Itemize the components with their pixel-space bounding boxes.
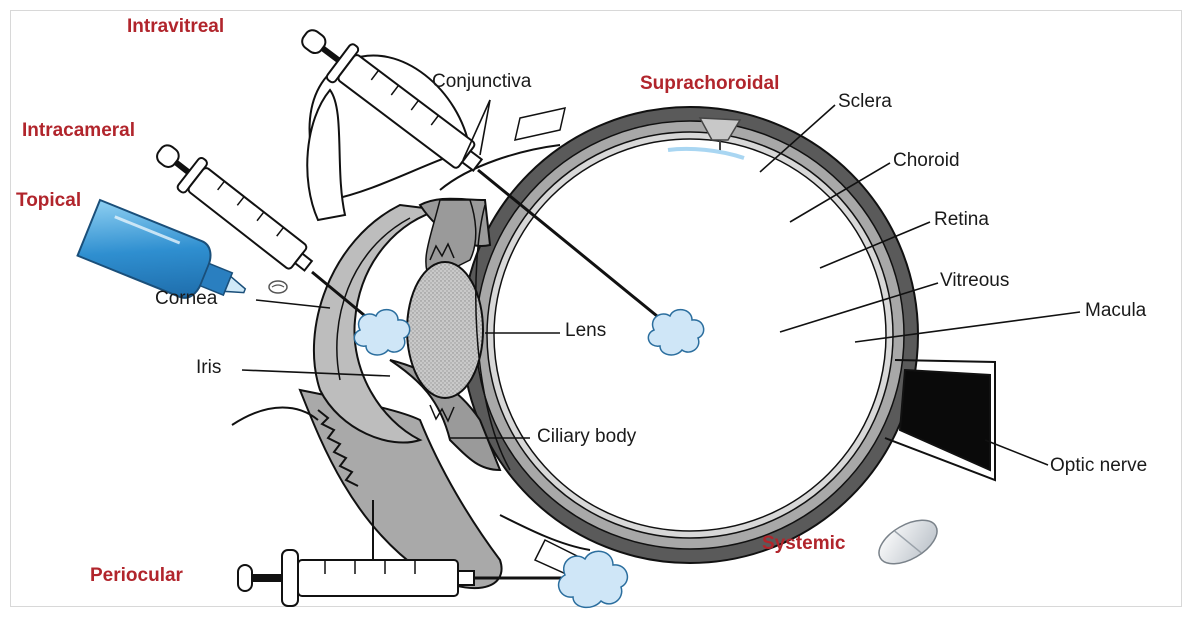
leader-conjunctiva-2 (480, 100, 490, 155)
label-choroid: Choroid (893, 150, 960, 172)
leader-conjunctiva-1 (463, 100, 490, 160)
periocular-drug-depot (559, 551, 628, 607)
label-intravitreal: Intravitreal (127, 16, 224, 38)
intracameral-drug-depot (354, 310, 409, 355)
label-iris: Iris (196, 357, 221, 379)
label-ciliary-body: Ciliary body (537, 426, 636, 448)
label-conjunctiva: Conjunctiva (432, 71, 531, 93)
label-sclera: Sclera (838, 91, 892, 113)
periocular-syringe (238, 550, 565, 606)
lower-eyelid-skin-line (232, 408, 318, 426)
optic-nerve (900, 370, 990, 470)
systemic-pill (872, 511, 944, 572)
label-suprachoroidal: Suprachoroidal (640, 73, 779, 95)
crystalline-lens (407, 262, 483, 398)
label-macula: Macula (1085, 300, 1146, 322)
eye-drop (269, 281, 287, 293)
extraocular-muscle-upper (515, 108, 565, 140)
label-vitreous: Vitreous (940, 270, 1009, 292)
label-optic-nerve: Optic nerve (1050, 455, 1147, 477)
label-topical: Topical (16, 190, 81, 212)
label-systemic: Systemic (762, 533, 845, 555)
label-periocular: Periocular (90, 565, 183, 587)
leader-cornea (256, 300, 330, 308)
label-cornea: Cornea (155, 288, 217, 310)
label-intracameral: Intracameral (22, 120, 135, 142)
label-lens: Lens (565, 320, 606, 342)
label-retina: Retina (934, 209, 989, 231)
